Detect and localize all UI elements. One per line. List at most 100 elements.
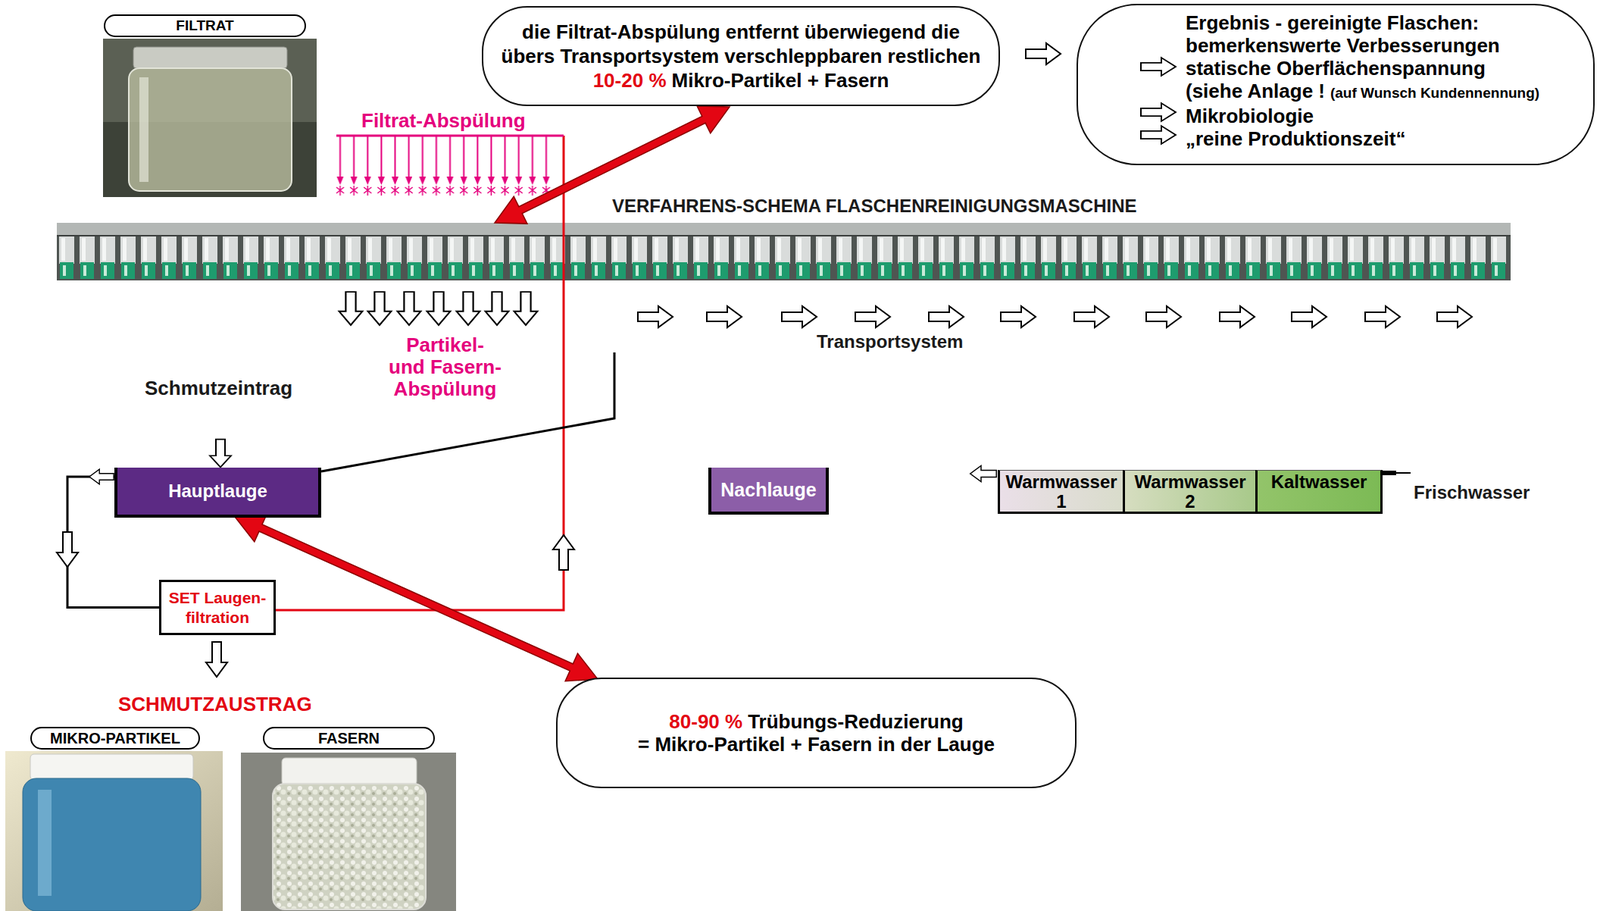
jar-lid: [30, 753, 194, 780]
jar-highlight: [139, 77, 149, 182]
transport-arrow-symbol: [781, 306, 817, 328]
conveyor-ground: [56, 222, 1511, 281]
text-line: Nachlauge: [720, 478, 816, 501]
flow-arrow-symbol: [427, 291, 451, 325]
photo-ground: [103, 38, 317, 197]
node-text: MIKRO-PARTIKEL: [50, 729, 181, 747]
node-text: Trübungs-Reduzierung: [747, 709, 964, 733]
text-line: Warmwasser 2: [1129, 471, 1251, 512]
node-text: Warmwasser 2: [1134, 471, 1246, 512]
transport-arrow-symbol: [1146, 306, 1182, 328]
result-box: Ergebnis - gereinigte Flaschen: bemerken…: [1076, 3, 1595, 166]
transport-arrow-symbol: [1437, 306, 1472, 328]
photo-label-pill: FASERN: [262, 726, 435, 750]
jar-body: [22, 778, 201, 911]
node-text: FILTRAT: [175, 17, 234, 34]
flow-arrow-symbol: [397, 291, 422, 325]
text-line: Mikrobiologie: [1185, 104, 1314, 128]
bottle-row: [56, 236, 1511, 281]
node-text: = Mikro-Partikel + Fasern in der Lauge: [637, 732, 995, 756]
transport-arrow-symbol: [1219, 306, 1255, 328]
callout-box: 80-90 %Trübungs-Reduzierung= Mikro-Parti…: [556, 677, 1077, 788]
flow-arrow-symbol: [209, 439, 232, 468]
text-line: FASERN: [318, 728, 380, 747]
node-text: statische Oberflächenspannung: [1185, 56, 1486, 80]
node-text: Nachlauge: [720, 478, 816, 500]
spray-bar: [336, 134, 564, 138]
node-text: 10-20 %: [593, 68, 667, 92]
node-text: FASERN: [318, 729, 380, 747]
filter-unit-box: SET Laugen- filtration: [159, 579, 276, 635]
text-line: Ergebnis - gereinigte Flaschen: bemerken…: [1185, 11, 1550, 57]
diagram-title: VERFAHRENS-SCHEMA FLASCHENREINIGUNGSMASC…: [612, 195, 1137, 217]
water-compartment: Warmwasser 2: [1122, 469, 1256, 514]
jar-lid: [133, 46, 288, 69]
flow-arrow-symbol: [970, 465, 997, 482]
photo-ground: [5, 750, 223, 911]
transport-arrow-symbol: [706, 306, 742, 328]
diagram-label: Partikel- und Fasern- Abspülung: [387, 334, 504, 400]
text-line: 10-20 %Mikro-Partikel + Fasern: [593, 68, 890, 93]
flow-arrow-symbol: [485, 291, 510, 325]
relation-arrow: [234, 513, 598, 681]
lye-tank: Hauptlauge: [114, 467, 322, 518]
rail-edge: [56, 234, 1511, 237]
flow-arrow-symbol: [368, 291, 392, 325]
node-text: (siehe Anlage !: [1185, 79, 1325, 103]
text-line: statische Oberflächenspannung: [1185, 56, 1486, 80]
text-line: FILTRAT: [175, 17, 234, 35]
micro-particle-jar-photo: [5, 750, 223, 911]
transport-arrow-symbol: [928, 306, 964, 328]
flow-arrow-symbol: [56, 531, 79, 567]
transport-arrow-symbol: [1000, 306, 1036, 328]
text-line: 80-90 %Trübungs-Reduzierung: [668, 709, 963, 733]
diagram-label: Schmutzeintrag: [144, 376, 293, 400]
transport-arrow-symbol: [1365, 306, 1400, 328]
node-text: (auf Wunsch Kundennennung): [1330, 84, 1540, 101]
photo-ground: [240, 752, 457, 911]
node-text: 80-90 %: [668, 709, 743, 733]
transport-arrow-symbol: [855, 306, 891, 328]
node-text: Kaltwasser: [1271, 471, 1368, 492]
lye-tank: Nachlauge: [708, 467, 829, 515]
bullet-arrow-symbol: [1140, 103, 1176, 122]
diagram-label: SCHMUTZAUSTRAG: [118, 692, 313, 716]
fresh-water-inlet: [1382, 470, 1397, 475]
text-line: Kaltwasser: [1271, 471, 1368, 492]
flow-arrow-symbol: [206, 641, 228, 677]
node-text: die Filtrat-Abspülung entfernt überwiege…: [501, 20, 982, 68]
diagram-label: Transportsystem: [816, 331, 963, 353]
node-text: Mikro-Partikel + Fasern: [671, 68, 890, 92]
water-compartment: Kaltwasser: [1255, 469, 1383, 514]
jar-lid: [281, 757, 417, 785]
transport-arrow-symbol: [637, 306, 673, 328]
node-text: „reine Produktionszeit“: [1185, 127, 1406, 150]
bullet-arrow-symbol: [1140, 125, 1176, 144]
flow-arrow-symbol: [456, 291, 481, 325]
spray-nozzles: [333, 135, 554, 198]
text-line: = Mikro-Partikel + Fasern in der Lauge: [637, 732, 995, 756]
filtrate-jar-photo: [103, 38, 317, 197]
diagram-label: Filtrat-Abspülung: [361, 109, 526, 132]
photo-label-pill: FILTRAT: [103, 14, 307, 38]
photo-label-pill: MIKRO-PARTIKEL: [30, 726, 200, 750]
node-text: Mikrobiologie: [1185, 104, 1314, 128]
result-arrow-symbol: [1025, 43, 1061, 65]
conveyor-photo: [56, 222, 1511, 281]
jar-highlight: [37, 789, 52, 896]
jar-body: [272, 783, 426, 910]
node-text: Warmwasser 1: [1005, 471, 1117, 512]
text-line: (siehe Anlage ! (auf Wunsch Kundennennung…: [1185, 79, 1540, 105]
transport-arrow-symbol: [1074, 306, 1110, 328]
node-text: Ergebnis - gereinigte Flaschen: bemerken…: [1185, 11, 1500, 57]
bullet-arrow-symbol: [1140, 57, 1176, 76]
text-line: MIKRO-PARTIKEL: [50, 728, 181, 747]
callout-box: die Filtrat-Abspülung entfernt überwiege…: [481, 6, 1000, 107]
text-line: „reine Produktionszeit“: [1185, 127, 1406, 150]
text-line: die Filtrat-Abspülung entfernt überwiege…: [496, 19, 986, 69]
text-line: Hauptlauge: [168, 480, 268, 502]
flow-arrow-symbol: [553, 534, 575, 570]
fiber-jar-photo: [240, 752, 457, 911]
node-text: SET Laugen- filtration: [168, 588, 266, 626]
